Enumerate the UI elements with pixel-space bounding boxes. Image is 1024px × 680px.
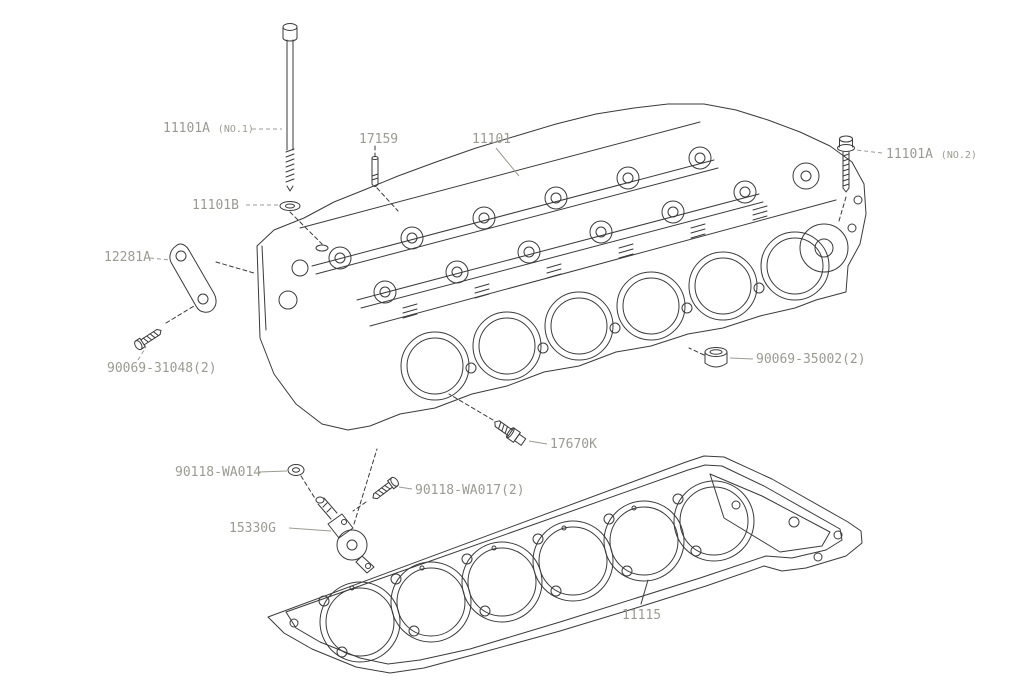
part-number: 11101B xyxy=(192,198,239,213)
bracket-12281a-art xyxy=(169,243,217,313)
part-number: 17670K xyxy=(550,437,597,452)
label-12281A: 12281A xyxy=(104,251,151,265)
part-number: 90069-35002(2) xyxy=(756,352,866,367)
stud-17159-art xyxy=(371,156,379,187)
part-note: (NO.1) xyxy=(217,124,254,135)
part-number: 15330G xyxy=(229,521,276,536)
part-number: 90118-WA017(2) xyxy=(415,483,525,498)
label-15330G: 15330G xyxy=(229,522,276,536)
head-bolt-no1-art xyxy=(282,23,298,192)
part-number: 11101 xyxy=(472,132,512,147)
assembly-dashed-leaders xyxy=(165,145,847,525)
washer-90118-wa014-art xyxy=(287,464,305,476)
cylinder-head-art xyxy=(256,103,867,431)
washer-11101b-art xyxy=(279,201,301,211)
part-number: 11101A xyxy=(886,147,933,162)
head-bolt-no2-art xyxy=(837,135,855,193)
label-90118-WA017: 90118-WA017(2) xyxy=(415,484,525,498)
part-number: 11115 xyxy=(622,608,662,623)
bolt-90069-31048-art xyxy=(132,325,165,352)
sensor-17670k-art xyxy=(494,420,527,446)
part-number: 90118-WA014 xyxy=(175,465,262,480)
label-11101A-no1: 11101A (NO.1) xyxy=(163,122,254,137)
part-number: 17159 xyxy=(359,132,399,147)
label-90118-WA014: 90118-WA014 xyxy=(175,466,261,480)
label-17159: 17159 xyxy=(359,133,398,147)
ocv-15330g-art xyxy=(315,496,375,574)
head-gasket-art xyxy=(267,455,863,674)
part-number: 90069-31048(2) xyxy=(107,361,217,376)
label-11101B: 11101B xyxy=(192,199,239,213)
label-11101A-no2: 11101A (NO.2) xyxy=(886,148,977,163)
label-17670K: 17670K xyxy=(550,438,597,452)
part-number: 12281A xyxy=(104,250,151,265)
label-11101: 11101 xyxy=(472,133,511,147)
plug-90069-35002-art xyxy=(704,347,728,368)
label-90069-31048: 90069-31048(2) xyxy=(107,362,217,376)
bolt-90118-wa017-art xyxy=(369,475,401,503)
part-note: (NO.2) xyxy=(940,150,977,161)
part-number: 11101A xyxy=(163,121,210,136)
label-leader-lines xyxy=(137,128,883,532)
label-11115: 11115 xyxy=(622,609,661,623)
label-90069-35002: 90069-35002(2) xyxy=(756,353,866,367)
